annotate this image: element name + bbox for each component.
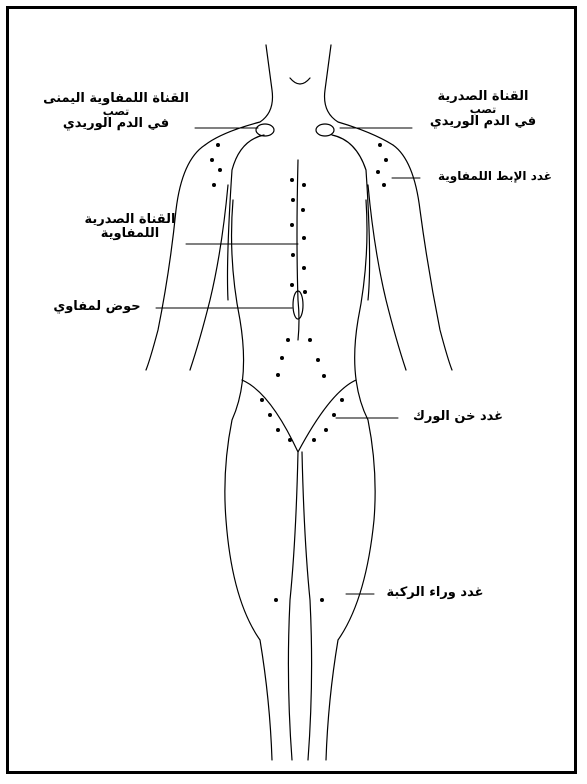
node-dot	[302, 183, 306, 187]
node-dot	[276, 428, 280, 432]
node-dot	[332, 413, 336, 417]
left-inner-leg	[288, 452, 298, 760]
label-thoracic-duct-top: القناة الصدرية تصب في الدم الوريدي	[408, 90, 558, 129]
node-dot	[382, 183, 386, 187]
node-dot	[291, 198, 295, 202]
node-dot	[291, 253, 295, 257]
node-dot	[212, 183, 216, 187]
label-line: القناة اللمفاوية اليمنى	[26, 92, 206, 106]
right-torso	[326, 200, 375, 760]
label-cisterna: حوض لمفاوي	[40, 300, 154, 314]
node-dot	[290, 223, 294, 227]
right-inner-leg	[302, 452, 312, 760]
node-dot	[301, 208, 305, 212]
node-dot	[302, 236, 306, 240]
node-dot	[286, 338, 290, 342]
node-dot	[290, 178, 294, 182]
left-torso	[225, 200, 272, 760]
node-dot	[320, 598, 324, 602]
neck-outline-right	[325, 45, 393, 145]
label-line: اللمفاوية	[70, 227, 190, 241]
neck-outline	[205, 45, 273, 145]
label-groin-nodes: غدد خن الورك	[398, 410, 518, 424]
node-dot	[276, 373, 280, 377]
node-dot	[340, 398, 344, 402]
node-dot	[280, 356, 284, 360]
node-dot	[378, 143, 382, 147]
node-dot	[303, 290, 307, 294]
node-dot	[312, 438, 316, 442]
chin	[290, 78, 310, 84]
left-arm-outer	[146, 145, 205, 370]
node-dot	[216, 143, 220, 147]
node-dot	[384, 158, 388, 162]
right-subclavian-vein	[332, 135, 370, 300]
leader-lines	[156, 128, 420, 594]
node-dot	[290, 283, 294, 287]
node-dot	[324, 428, 328, 432]
label-thoracic-duct-mid: القناة الصدرية اللمفاوية	[70, 213, 190, 240]
label-line: في الدم الوريدي	[26, 117, 206, 131]
right-vein-junction	[316, 124, 334, 136]
thoracic-duct	[297, 160, 299, 340]
left-vein-junction	[256, 124, 274, 136]
node-dot	[322, 374, 326, 378]
node-dot	[268, 413, 272, 417]
node-dot	[288, 438, 292, 442]
node-dot	[316, 358, 320, 362]
right-arm-inner	[368, 185, 406, 370]
node-dot	[218, 168, 222, 172]
pelvis-line	[242, 380, 356, 452]
left-arm-inner	[190, 185, 228, 370]
node-dot	[260, 398, 264, 402]
label-knee-nodes: غدد وراء الركبة	[372, 586, 498, 600]
node-dot	[376, 170, 380, 174]
node-dot	[308, 338, 312, 342]
node-dot	[210, 158, 214, 162]
label-axillary-nodes: غدد الإبط اللمفاوية	[418, 170, 572, 183]
label-line: في الدم الوريدي	[408, 115, 558, 129]
node-dot	[274, 598, 278, 602]
label-line: القناة الصدرية	[70, 213, 190, 227]
label-right-lymphatic-duct: القناة اللمفاوية اليمنى تصب في الدم الور…	[26, 92, 206, 131]
lymph-node-dots	[210, 143, 388, 602]
label-line: القناة الصدرية	[408, 90, 558, 104]
node-dot	[302, 266, 306, 270]
